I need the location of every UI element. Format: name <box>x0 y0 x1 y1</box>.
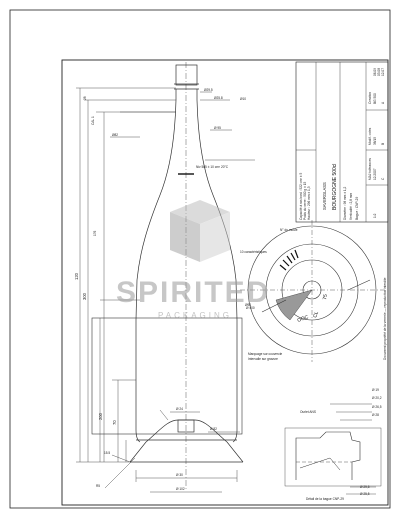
rev-b-letter: B <box>381 143 385 145</box>
detail-view-labels: Ourlet ANS Ø 19 Ø 20,2 Ø 26,5 Ø 28 Ø 29,… <box>300 388 382 501</box>
detail-d6: Ø 25,5 <box>360 492 370 496</box>
dim-punt-radius: R5 <box>96 484 100 488</box>
rev-b-date: 03.08 <box>377 68 381 76</box>
dim-cal: CAL 1 <box>91 116 95 125</box>
product-name: BOURGOGNE 500cl <box>332 164 338 210</box>
dim-height-label: 200 <box>98 412 103 420</box>
dim-height-body: 70 <box>112 420 117 425</box>
footer-note: Document propriété de la verrerie — repr… <box>383 277 387 360</box>
drawing-frame <box>61 59 389 506</box>
engraving-note: Marquage sur couvercle <box>248 352 282 356</box>
detail-label: Ourlet ANS <box>300 410 316 414</box>
title-note-2: Poids du verre : 500 g ± 15 <box>303 182 307 220</box>
dim-h2: 176 <box>93 230 97 236</box>
rev-c-date: 06.09 <box>373 68 377 76</box>
ref-code: BG 500 <box>373 93 377 104</box>
arc-text-3: 75 <box>322 294 329 301</box>
engraving-sector <box>275 289 313 321</box>
engraving-note-2: Intervalle sur gravure <box>248 357 278 361</box>
title-note-6: Bague : CNP-29 <box>355 197 359 220</box>
drawing-date: 12.2007 <box>373 168 377 180</box>
rev-b: Modif. cotes <box>368 127 372 145</box>
title-note-5: Verticalité : 2,8 mm <box>349 193 353 220</box>
drawing-scale: 1:2 <box>373 213 377 218</box>
detail-d3: Ø 26,5 <box>372 405 382 409</box>
title-note-3: Hauteur : 296 mm ± 1,3 <box>307 186 311 220</box>
dim-foot: Ø 102 <box>176 487 185 491</box>
watermark-tagline: PACKAGING <box>158 311 232 320</box>
detail-d4: Ø 28 <box>372 413 379 417</box>
arc-text-2: CL <box>312 310 320 318</box>
dim-neck: Ø29.5 <box>204 88 213 92</box>
dim-r: Ø82 <box>112 133 118 137</box>
dim-shoulder: Ø 95 <box>214 126 221 130</box>
bottle-profile <box>91 62 244 490</box>
watermark-brand: SPIRITED <box>116 276 270 309</box>
rev-a: Creation <box>368 92 372 104</box>
rev-a-letter: A <box>381 101 385 104</box>
base-view <box>240 220 385 362</box>
horizontal-dimensions <box>100 91 255 493</box>
neck-finish <box>175 64 198 86</box>
client-name: SAVERGLASS <box>322 182 327 210</box>
detail-d1: Ø 19 <box>372 388 379 392</box>
title-note-1: Capacité à ras bord : 522 cm³ ± 5 <box>299 172 303 220</box>
dim-h1: 28 <box>83 96 87 100</box>
mould-number-label: N° du moule <box>280 228 298 232</box>
dim-ring: Ø25.8 <box>214 96 223 100</box>
horizontal-dimension-labels: Ø25.8 Ø29.5 Ø 95 Ø82 Niv 565 ± 10 cm³ 20… <box>93 88 251 491</box>
gravure-label: 10 caractéristiques <box>240 250 267 254</box>
watermark-logo-icon <box>170 200 230 262</box>
dim-punt-top: Ø 24 <box>176 407 183 411</box>
dim-foot2: Ø 82 <box>210 427 217 431</box>
base-view-labels: N° du moule 10 caractéristiques Ø 400 Ma… <box>240 228 329 361</box>
title-note-4: Diamètre : 98 mm ± 1,2 <box>343 186 347 220</box>
dim-side: 15.5 <box>104 451 110 455</box>
spirited-packaging-watermark: SPIRITED PACKAGING <box>116 200 270 320</box>
dim-detail-small: Ø10 <box>240 97 246 101</box>
dim-base: Ø 30 <box>176 473 183 477</box>
detail-d5: Ø 29,5 <box>360 485 370 489</box>
arc-text-1: OOC <box>297 314 310 324</box>
dim-height-neck: 300 <box>82 292 87 300</box>
dim-height-total: 120 <box>74 272 79 280</box>
fill-level-note: Niv 565 ± 10 cm³ 20°C <box>196 165 229 169</box>
rev-c: MAJ tolérances <box>368 158 372 180</box>
dim-body: Ø98 <box>245 303 251 307</box>
detail-caption: Détail de la bague CNP-29 <box>306 497 344 501</box>
detail-d2: Ø 20,2 <box>372 396 382 400</box>
vertical-dimension-labels: 120 300 200 70 28 CAL 1 <box>74 96 117 425</box>
title-block: BOURGOGNE 500cl SAVERGLASS BG 500 38/15 … <box>295 61 389 360</box>
rev-c-letter: C <box>381 177 385 180</box>
gravure-ticks <box>279 249 299 271</box>
label-panel <box>91 317 243 435</box>
graduation-label: Ø 400 <box>246 306 255 310</box>
rev-a-date: 12.07 <box>381 68 385 76</box>
drawing-number: 38/15 <box>373 137 377 145</box>
detail-view <box>284 403 382 495</box>
